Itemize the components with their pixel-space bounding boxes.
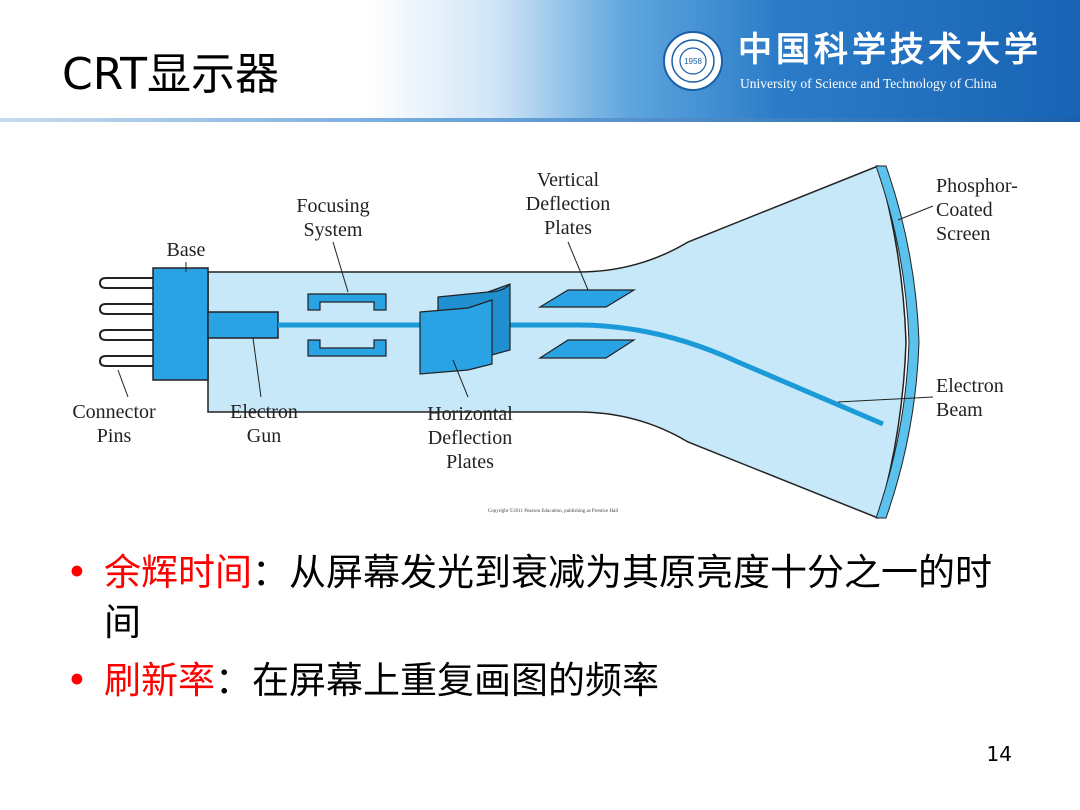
label-focusing-1: Focusing xyxy=(296,195,369,217)
seal-year: 1958 xyxy=(684,57,702,66)
bullet-term: 刷新率 xyxy=(104,659,215,702)
label-base: Base xyxy=(167,239,206,261)
focusing-system xyxy=(307,293,387,357)
label-horizontal-2: Deflection xyxy=(428,427,512,449)
diagram-labels: Base Focusing System Vertical Deflection… xyxy=(72,169,610,473)
label-phosphor-3: Screen xyxy=(936,223,990,245)
label-connector-1: Connector xyxy=(72,401,156,423)
label-gun-1: Electron xyxy=(230,401,298,423)
label-horizontal-3: Plates xyxy=(446,451,494,473)
label-horizontal-1: Horizontal xyxy=(427,403,513,425)
phosphor-screen xyxy=(875,165,920,519)
label-beam-2: Beam xyxy=(936,399,983,421)
bullet-item-refresh-rate: • 刷新率：在屏幕上重复画图的频率 xyxy=(62,656,1022,706)
page-number: 14 xyxy=(986,742,1012,766)
vertical-deflection-plates xyxy=(537,289,637,359)
label-vertical-1: Vertical xyxy=(537,169,600,191)
tube-base xyxy=(152,267,209,381)
label-gun-2: Gun xyxy=(247,425,281,447)
label-beam-1: Electron xyxy=(936,375,1004,397)
crt-diagram: Base Focusing System Vertical Deflection… xyxy=(72,164,1018,520)
copyright-note: Copyright ©2011 Pearson Education, publi… xyxy=(488,508,619,514)
leader-lines xyxy=(117,205,934,403)
bullet-text: ：在屏幕上重复画图的频率 xyxy=(215,659,659,702)
label-connector-2: Pins xyxy=(97,425,132,447)
slide-title: CRT显示器 xyxy=(62,49,279,100)
bullet-item-persistence: • 余辉时间：从屏幕发光到衰减为其原亮度十分之一的时间 xyxy=(62,548,1022,648)
bullet-text: ：从屏幕发光到衰减为其原亮度十分之一的时间 xyxy=(104,551,992,644)
connector-pins xyxy=(98,277,153,367)
label-phosphor-1: Phosphor- xyxy=(936,175,1018,197)
label-focusing-2: System xyxy=(304,219,363,241)
bullet-dot-icon: • xyxy=(66,659,88,702)
header-divider xyxy=(0,118,1080,122)
slide-header xyxy=(0,0,1080,122)
university-name-en: University of Science and Technology of … xyxy=(740,76,997,91)
bullet-term: 余辉时间 xyxy=(104,551,252,594)
label-phosphor-2: Coated xyxy=(936,199,993,221)
university-seal-icon: 1958 xyxy=(663,31,723,91)
label-vertical-3: Plates xyxy=(544,217,592,239)
label-vertical-2: Deflection xyxy=(526,193,610,215)
horizontal-deflection-plates xyxy=(419,283,511,375)
electron-gun xyxy=(207,311,279,339)
bullet-dot-icon: • xyxy=(66,551,88,594)
tube-body xyxy=(207,164,907,520)
bullet-list: • 余辉时间：从屏幕发光到衰减为其原亮度十分之一的时间 • 刷新率：在屏幕上重复… xyxy=(62,548,1022,714)
electron-beam xyxy=(278,322,884,427)
university-name-cn: 中国科学技术大学 xyxy=(738,30,1042,70)
diagram-labels-right: Phosphor- Coated Screen Electron Beam xyxy=(936,175,1018,421)
